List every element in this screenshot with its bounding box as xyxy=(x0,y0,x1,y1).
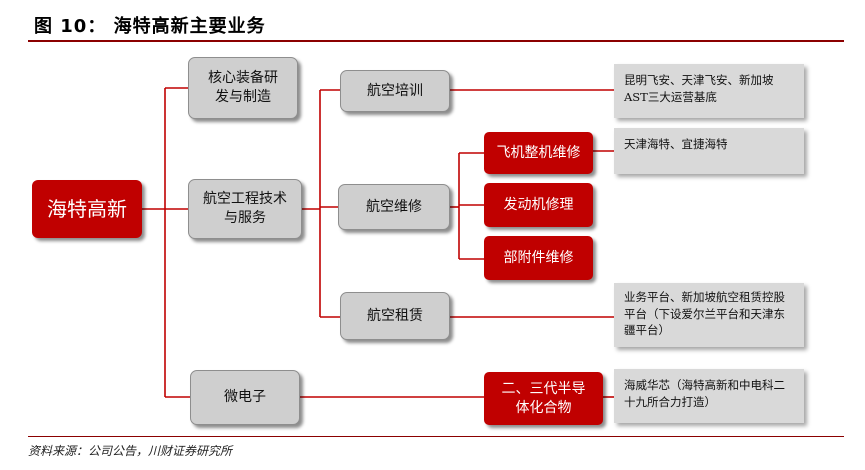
root-label: 海特高新 xyxy=(47,196,127,221)
core-manufacturing-label: 核心装备研发与制造 xyxy=(208,70,278,105)
source-note: 资料来源：公司公告，川财证券研究所 xyxy=(28,444,233,458)
note-aircraft-companies: 天津海特、宜捷海特 xyxy=(614,128,804,174)
footer-rule xyxy=(28,436,844,437)
node-aircraft-maintenance: 飞机整机维修 xyxy=(484,132,593,174)
figure-title-bar: 图 10： 海特高新主要业务 xyxy=(28,6,844,42)
note-leasing-text: 业务平台、新加坡航空租赁控股平台（下设爱尔兰平台和天津东疆平台） xyxy=(624,290,785,338)
aircraft-maintenance-label: 飞机整机维修 xyxy=(496,144,581,161)
node-core-manufacturing: 核心装备研发与制造 xyxy=(188,57,298,119)
aviation-leasing-label: 航空租赁 xyxy=(367,307,423,324)
node-aviation-maintenance: 航空维修 xyxy=(338,184,450,230)
node-root: 海特高新 xyxy=(32,180,142,238)
aviation-engineering-label: 航空工程技术与服务 xyxy=(203,191,287,226)
node-microelectronics: 微电子 xyxy=(190,370,300,425)
node-aviation-training: 航空培训 xyxy=(340,70,450,112)
node-aviation-leasing: 航空租赁 xyxy=(340,292,450,340)
note-semiconductor-text: 海威华芯（海特高新和中电科二十九所合力打造） xyxy=(624,378,785,409)
note-aircraft-text: 天津海特、宜捷海特 xyxy=(624,137,728,151)
parts-maintenance-label: 部附件维修 xyxy=(503,249,574,266)
figure-title: 图 10： 海特高新主要业务 xyxy=(34,16,266,37)
semiconductor-label: 二、三代半导体化合物 xyxy=(501,380,586,416)
note-leasing-platforms: 业务平台、新加坡航空租赁控股平台（下设爱尔兰平台和天津东疆平台） xyxy=(614,283,804,347)
note-semiconductor-company: 海威华芯（海特高新和中电科二十九所合力打造） xyxy=(614,369,804,423)
node-semiconductor: 二、三代半导体化合物 xyxy=(484,372,603,425)
aviation-training-label: 航空培训 xyxy=(367,82,423,99)
engine-repair-label: 发动机修理 xyxy=(503,196,574,213)
node-engine-repair: 发动机修理 xyxy=(484,183,593,227)
note-training-text: 昆明飞安、天津飞安、新加坡AST三大运营基底 xyxy=(624,73,774,104)
aviation-maintenance-label: 航空维修 xyxy=(366,198,422,215)
node-aviation-engineering: 航空工程技术与服务 xyxy=(188,179,302,239)
node-parts-maintenance: 部附件维修 xyxy=(484,236,593,280)
note-training-bases: 昆明飞安、天津飞安、新加坡AST三大运营基底 xyxy=(614,64,804,118)
microelectronics-label: 微电子 xyxy=(224,389,266,406)
